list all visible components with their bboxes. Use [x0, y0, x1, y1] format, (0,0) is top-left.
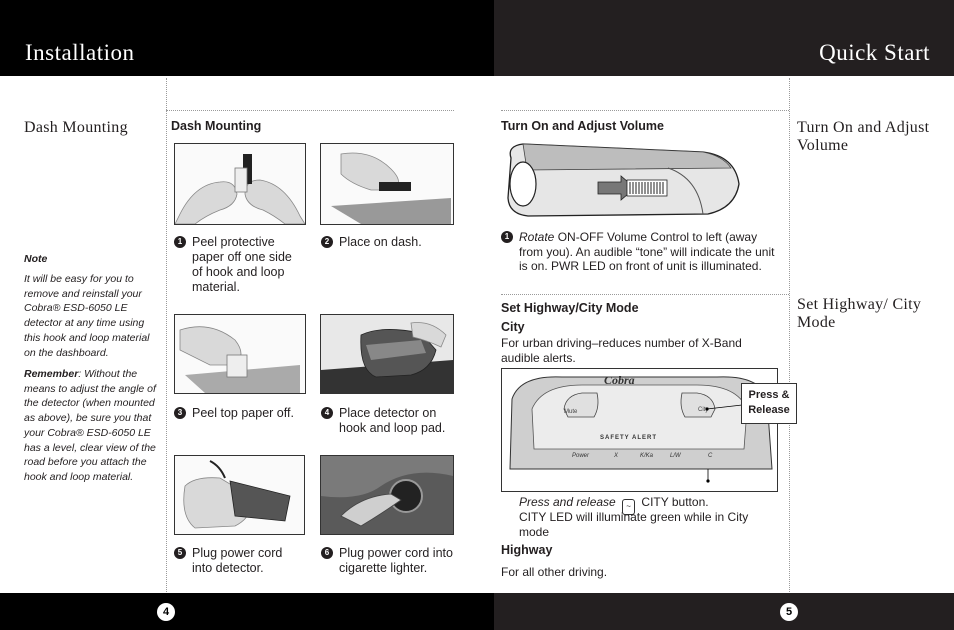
right-header-bar — [494, 0, 954, 76]
cigarette-lighter-icon — [321, 456, 453, 534]
step-1-photo — [174, 143, 306, 225]
volume-step-number: 1 — [501, 231, 513, 243]
set-mode-side-title: Set Highway/ City Mode — [797, 296, 922, 331]
step-6-text: Plug power cord into cigarette lighter. — [339, 546, 453, 575]
remember-note: Remember: Without the means to adjust th… — [24, 367, 162, 485]
indicator-lw: L/W — [670, 453, 682, 459]
dash-mounting-side-title: Dash Mounting — [24, 119, 128, 136]
step-2-text: Place on dash. — [339, 235, 422, 249]
cobra-logo-text: Cobra — [604, 373, 635, 387]
step-5: 5 Plug power cord into detector. — [174, 546, 304, 576]
left-column-divider — [166, 78, 167, 592]
press-release-text: CITY button. — [641, 495, 709, 509]
page-number-left: 4 — [157, 603, 175, 621]
step-3-number: 3 — [174, 407, 186, 419]
volume-step-verb: Rotate — [519, 230, 555, 244]
dash-mounting-section-title: Dash Mounting — [171, 119, 262, 133]
quick-start-header-title: Quick Start — [819, 40, 930, 65]
page-number-right: 5 — [780, 603, 798, 621]
note-heading: Note — [24, 253, 48, 265]
left-footer-bar — [0, 593, 494, 630]
step-5-text: Plug power cord into detector. — [192, 546, 283, 575]
step-3-photo — [174, 314, 306, 394]
mode-section-rule — [501, 294, 789, 295]
indicator-x: X — [613, 453, 619, 459]
left-section-rule — [166, 110, 454, 111]
detector-placement-icon — [321, 315, 453, 393]
press-release-callout: Press & Release — [741, 383, 797, 424]
right-column-divider — [789, 78, 790, 592]
press-release-label: Press and release — [519, 495, 616, 509]
right-section-rule — [501, 110, 789, 111]
installation-header-title: Installation — [25, 40, 135, 65]
indicator-kka: K/Ka — [640, 453, 654, 459]
step-4-number: 4 — [321, 407, 333, 419]
mode-section-title: Set Highway/City Mode — [501, 301, 639, 315]
volume-step: 1 Rotate ON-OFF Volume Control to left (… — [501, 230, 779, 274]
step-5-number: 5 — [174, 547, 186, 559]
city-button-label: City — [698, 407, 708, 413]
step-1-text: Peel protective paper off one side of ho… — [192, 235, 292, 294]
city-button-icon: ~ — [622, 499, 636, 515]
hands-peeling-icon — [175, 144, 305, 224]
detector-front-illustration: Mute City Cobra SAFETY ALERT Power X K/K… — [501, 368, 778, 492]
highway-title: Highway — [501, 543, 553, 557]
plug-detector-icon — [175, 456, 304, 534]
remember-text: : Without the means to adjust the angle … — [24, 368, 156, 483]
indicator-power: Power — [572, 453, 590, 459]
city-description: For urban driving–reduces number of X-Ba… — [501, 336, 742, 365]
volume-step-desc: ON-OFF Volume Control to left (away from… — [519, 230, 775, 273]
step-2-number: 2 — [321, 236, 333, 248]
step-1-number: 1 — [174, 236, 186, 248]
city-title: City — [501, 320, 525, 334]
step-1: 1 Peel protective paper off one side of … — [174, 235, 302, 295]
detector-side-illustration — [503, 138, 743, 222]
highway-description: For all other driving. — [501, 565, 608, 579]
step-3-text: Peel top paper off. — [192, 406, 294, 420]
safety-alert-label: SAFETY ALERT — [600, 435, 657, 441]
step-4-text: Place detector on hook and loop pad. — [339, 406, 446, 435]
turn-on-side-title: Turn On and Adjust Volume — [797, 119, 930, 154]
step-2-photo — [320, 143, 454, 225]
indicator-c: C — [708, 453, 713, 459]
remember-label: Remember — [24, 368, 79, 380]
volume-step-text: Rotate ON-OFF Volume Control to left (aw… — [501, 230, 779, 274]
detector-side-icon — [507, 143, 740, 217]
press-release-line: Press and release ~ CITY button. — [519, 495, 779, 515]
step-6: 6 Plug power cord into cigarette lighter… — [321, 546, 457, 576]
step-5-photo — [174, 455, 305, 535]
left-header-bar — [0, 0, 494, 76]
step-2: 2 Place on dash. — [321, 235, 451, 250]
hand-peeling-top-icon — [175, 315, 305, 393]
volume-section-title: Turn On and Adjust Volume — [501, 119, 664, 133]
note-text: It will be easy for you to remove and re… — [24, 273, 150, 359]
city-led-text: CITY LED will illuminate green while in … — [519, 510, 749, 539]
detector-front-icon: Mute City Cobra SAFETY ALERT Power X K/K… — [509, 373, 773, 483]
step-3: 3 Peel top paper off. — [174, 406, 302, 421]
step-6-photo — [320, 455, 454, 535]
right-footer-bar — [494, 593, 954, 630]
step-4-photo — [320, 314, 454, 394]
step-6-number: 6 — [321, 547, 333, 559]
step-4: 4 Place detector on hook and loop pad. — [321, 406, 453, 436]
hand-placing-icon — [321, 144, 453, 224]
mute-label: Mute — [564, 409, 578, 415]
